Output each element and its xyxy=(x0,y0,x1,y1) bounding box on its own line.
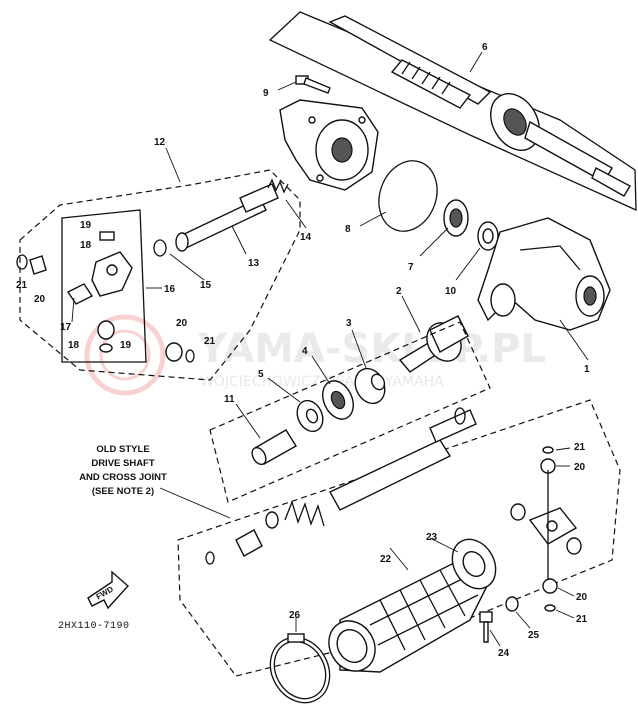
callout-19-top: 19 xyxy=(80,220,92,231)
callout-7: 7 xyxy=(408,262,414,273)
left-caps xyxy=(16,254,195,363)
bearing xyxy=(443,199,469,237)
callout-2: 2 xyxy=(396,286,402,297)
callout-20-right-top: 20 xyxy=(574,462,586,473)
shaft-outline-band xyxy=(268,11,637,212)
callout-21-right-top: 21 xyxy=(574,442,586,453)
callout-11: 11 xyxy=(224,394,235,405)
callout-5: 5 xyxy=(258,369,264,380)
universal-joint-group-box xyxy=(19,169,301,381)
callout-8: 8 xyxy=(345,224,351,235)
watermark: YAMA-SKLEP.PL WOJCIECHOWICZ DEALER YAMAH… xyxy=(84,314,546,396)
old-style-note: OLD STYLE DRIVE SHAFT AND CROSS JOINT (S… xyxy=(79,444,231,519)
callout-16: 16 xyxy=(164,284,176,295)
callout-10: 10 xyxy=(445,286,457,297)
leader-lines xyxy=(71,51,589,647)
callout-23: 23 xyxy=(426,532,438,543)
bolt-and-washer xyxy=(479,596,519,643)
diagram-code: 2HX110-7190 xyxy=(58,621,130,632)
note-line-2: DRIVE SHAFT xyxy=(91,458,155,469)
callout-18-bottom: 18 xyxy=(68,340,80,351)
nut xyxy=(296,399,324,433)
new-style-box xyxy=(209,321,491,503)
oil-seal xyxy=(477,221,499,251)
callout-9: 9 xyxy=(263,88,269,99)
callout-4: 4 xyxy=(302,346,308,357)
callout-6: 6 xyxy=(482,42,488,53)
callout-14: 14 xyxy=(300,232,312,243)
callout-3: 3 xyxy=(346,318,352,329)
yoke xyxy=(66,231,133,353)
spacer xyxy=(354,367,386,405)
callout-15: 15 xyxy=(200,280,212,291)
boot-clamp xyxy=(269,633,331,704)
callout-21-mid: 21 xyxy=(204,336,216,347)
note-line-4: (SEE NOTE 2) xyxy=(92,486,154,497)
callout-25: 25 xyxy=(528,630,540,641)
old-style-cross-joint xyxy=(510,446,582,612)
old-style-spring xyxy=(205,500,325,565)
drive-shaft xyxy=(175,183,279,252)
rubber-boot xyxy=(328,559,491,673)
circlip xyxy=(153,239,167,257)
old-style-drive-shaft xyxy=(329,407,477,511)
callout-19-bottom: 19 xyxy=(120,340,132,351)
gear-case-cover xyxy=(279,99,379,191)
sleeve xyxy=(251,429,297,466)
callout-17: 17 xyxy=(60,322,72,333)
callout-20-right-bottom: 20 xyxy=(576,592,588,603)
final-gear-case xyxy=(477,217,611,331)
note-line-3: AND CROSS JOINT xyxy=(79,472,167,483)
callout-20-mid: 20 xyxy=(176,318,188,329)
boot-flange xyxy=(451,538,497,590)
callout-21-right-bottom: 21 xyxy=(576,614,588,625)
bolt xyxy=(295,75,331,94)
callout-21-left: 21 xyxy=(16,280,28,291)
callout-18-top: 18 xyxy=(80,240,92,251)
watermark-main: YAMA-SKLEP.PL xyxy=(197,326,546,372)
callout-24: 24 xyxy=(498,648,510,659)
callout-numbers: 6 9 12 8 7 10 2 3 4 5 1 11 19 18 14 13 2… xyxy=(16,42,590,659)
axle-shaft xyxy=(328,15,631,197)
bearing-4 xyxy=(322,380,354,420)
note-line-1: OLD STYLE xyxy=(96,444,149,455)
o-ring xyxy=(378,160,438,232)
old-style-box xyxy=(177,399,621,677)
joint-subassembly-box xyxy=(61,209,147,363)
callout-20-left: 20 xyxy=(34,294,46,305)
callout-26: 26 xyxy=(289,610,301,621)
callout-12: 12 xyxy=(154,137,166,148)
fwd-arrow-icon: FWD xyxy=(87,570,129,610)
callout-13: 13 xyxy=(248,258,260,269)
spring xyxy=(267,178,289,194)
callout-22: 22 xyxy=(380,554,392,565)
callout-1: 1 xyxy=(584,364,590,375)
